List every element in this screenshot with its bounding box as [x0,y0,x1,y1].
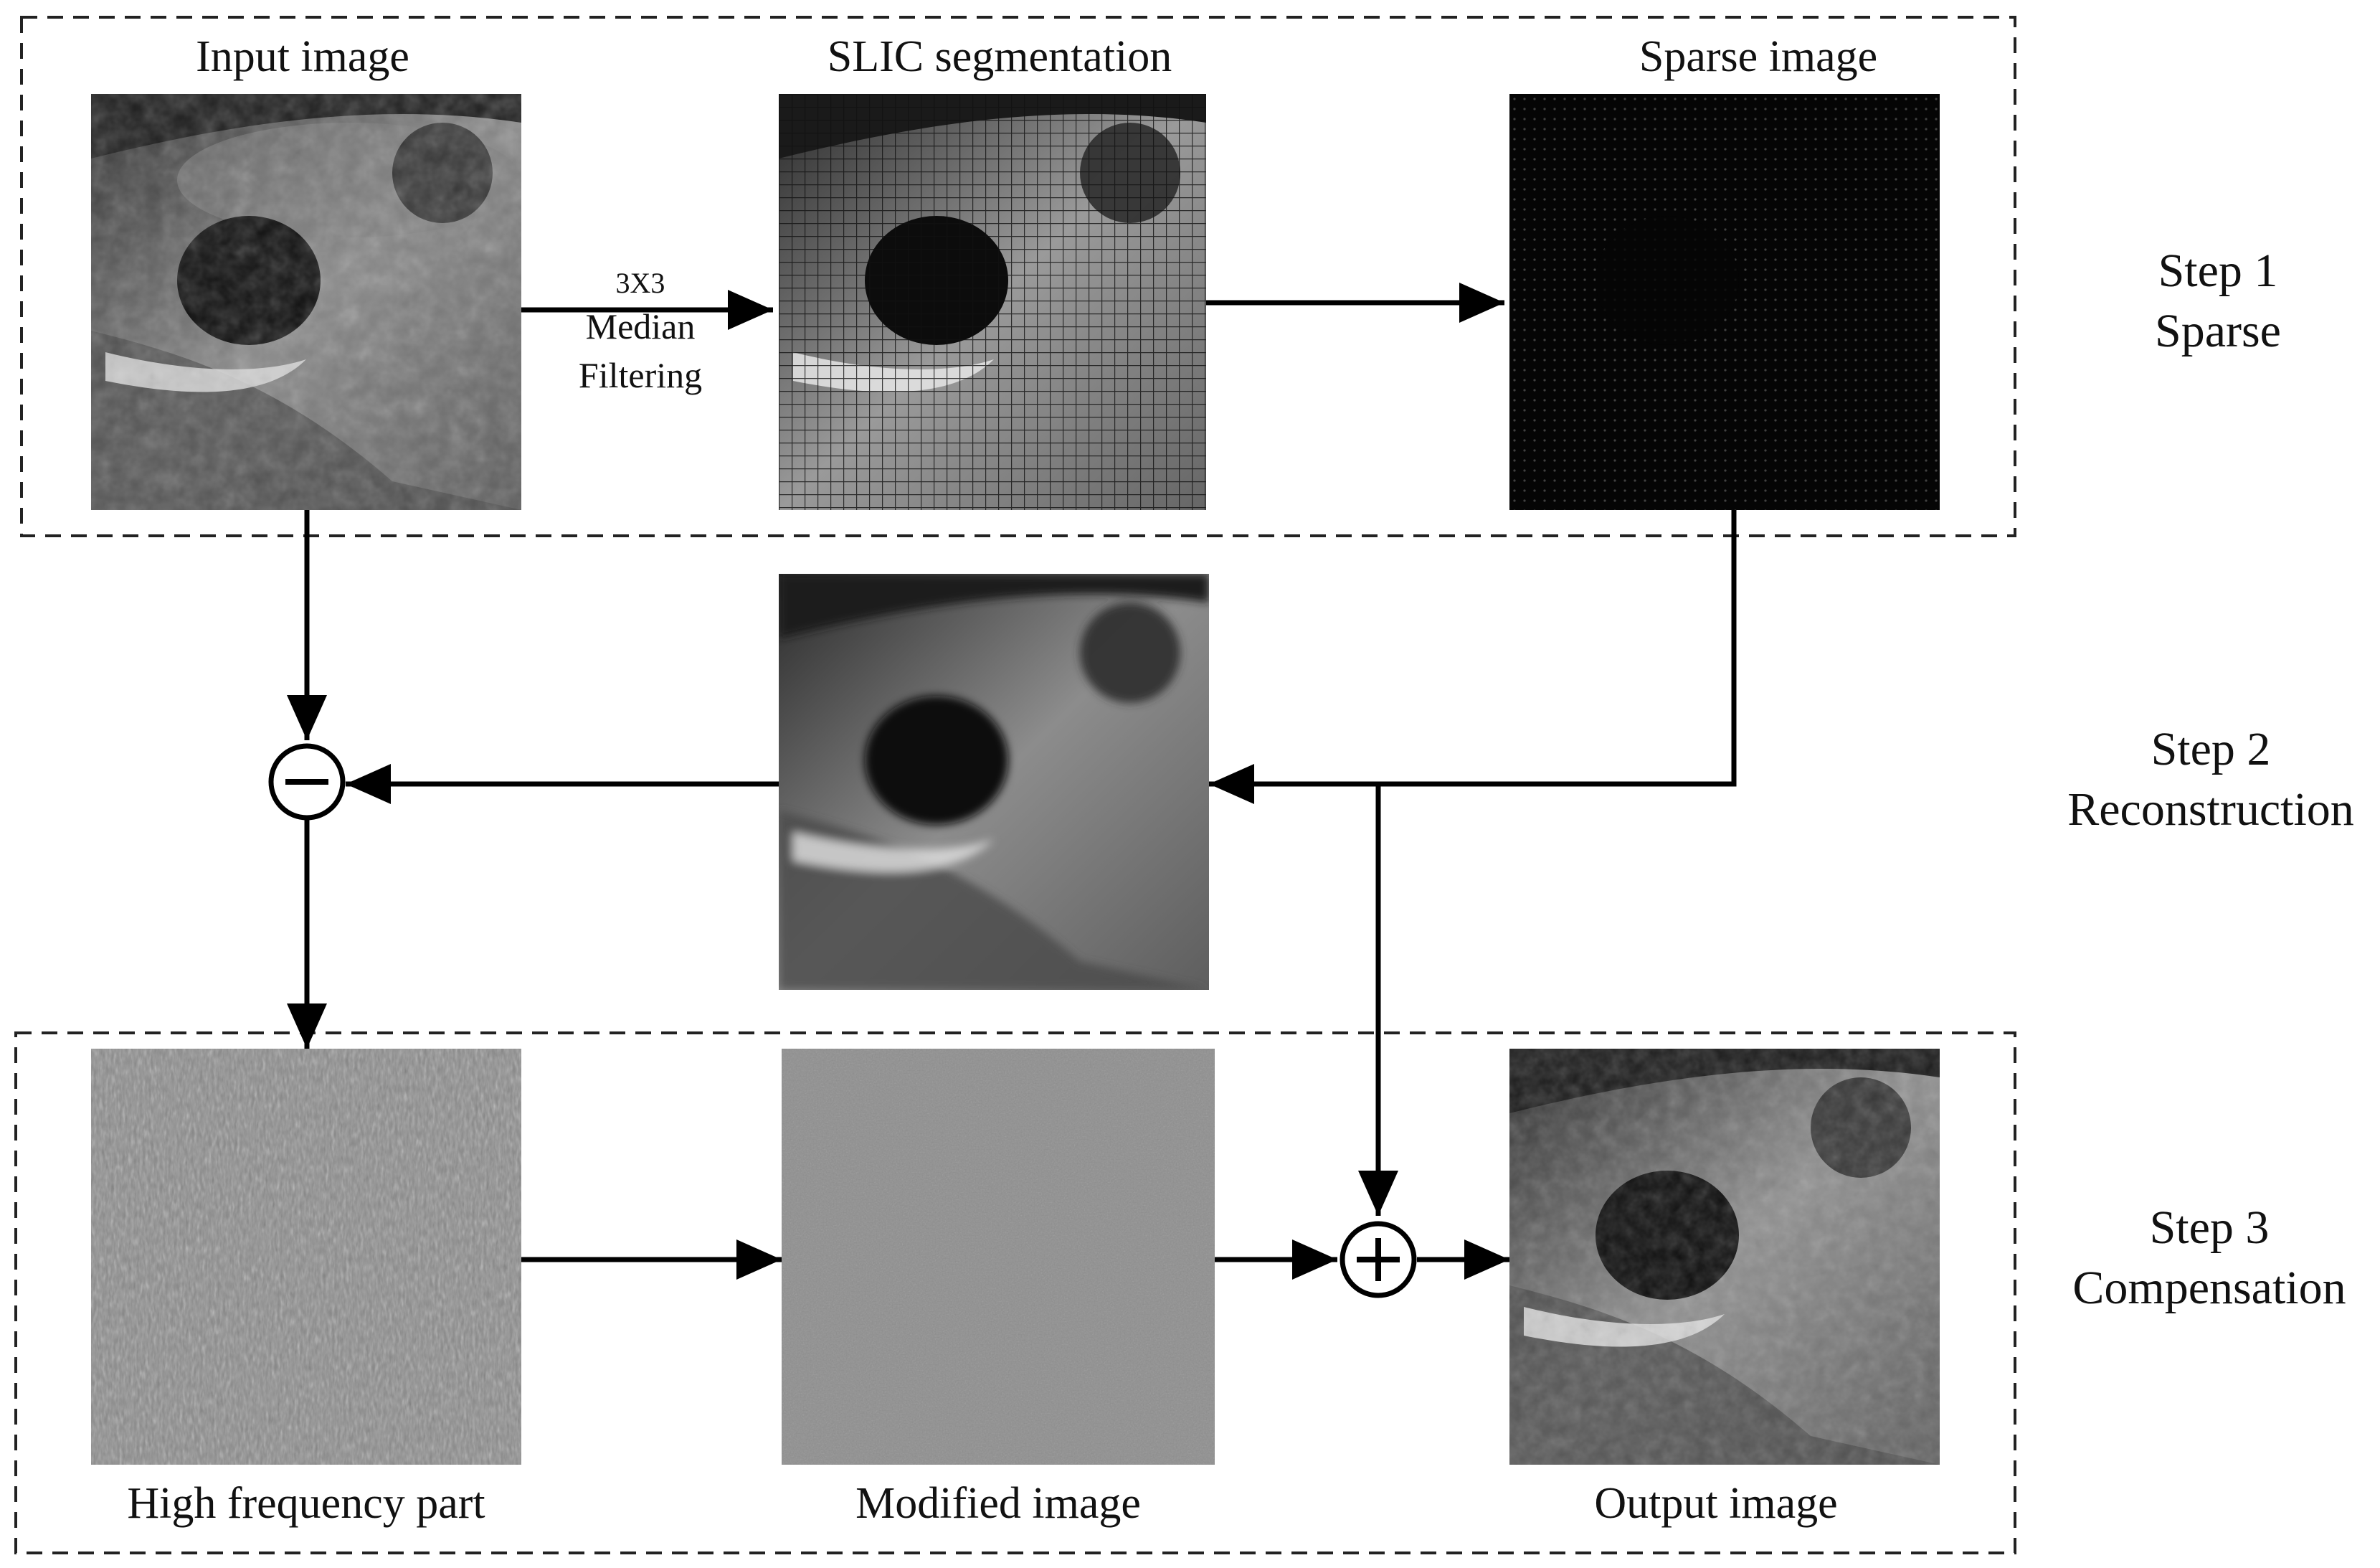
step1-title: Step 1 [2158,245,2278,297]
modified-image-label: Modified image [855,1479,1141,1528]
sparse-image-label: Sparse image [1639,32,1878,81]
high-frequency-label: High frequency part [127,1479,485,1528]
step1-group-box [20,16,2016,537]
high-frequency-panel [91,1049,521,1465]
modified-image-panel [782,1049,1215,1465]
plus-icon [1340,1221,1417,1298]
median-filter-label: 3X3 Median Filtering [579,264,702,400]
step3-group-box [14,1031,2016,1554]
reconstructed-image-panel [779,574,1209,990]
output-image-panel [1509,1049,1940,1465]
step2-name: Reconstruction [2067,783,2354,836]
slic-segmentation-label: SLIC segmentation [827,32,1172,81]
step1-label: Step 1 Sparse [2155,241,2281,362]
slic-segmentation-panel [779,94,1206,510]
filter-line1: Median [585,306,696,346]
step2-label: Step 2 Reconstruction [2067,719,2354,841]
step3-name: Compensation [2072,1262,2346,1315]
input-image-panel [91,94,521,510]
step2-title: Step 2 [2151,723,2271,775]
step1-name: Sparse [2155,305,2281,358]
step3-label: Step 3 Compensation [2072,1198,2346,1319]
minus-icon [268,743,346,821]
output-image-label: Output image [1594,1479,1838,1528]
input-image-label: Input image [196,32,409,81]
wire-sparse-down [1384,510,1737,787]
filter-size: 3X3 [615,267,665,299]
filter-line2: Filtering [578,354,703,395]
step3-title: Step 3 [2149,1201,2270,1254]
sparse-image-panel [1509,94,1940,510]
